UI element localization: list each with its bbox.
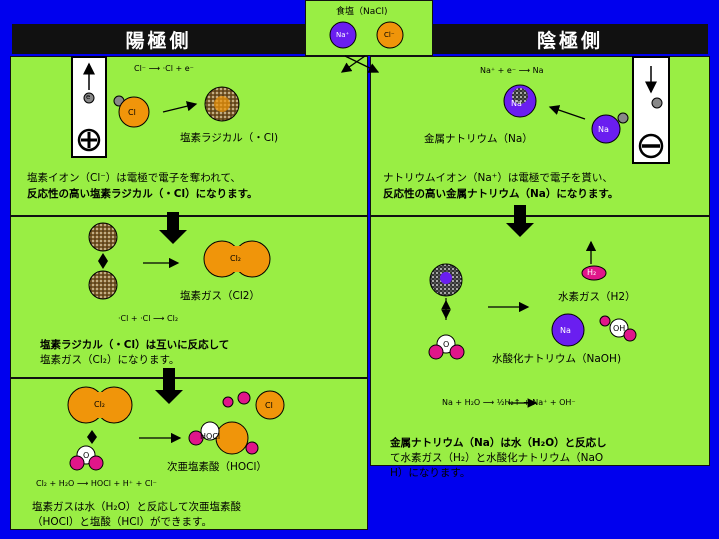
anode-cl-label: Cl	[128, 108, 136, 117]
electron-icon	[617, 112, 629, 124]
cathode-na-label: Na	[598, 125, 609, 134]
anode-header: 陽極側	[12, 24, 305, 54]
anode-p2-caption: 塩素ガス（Cl2）	[180, 290, 260, 302]
cathode-p1-equation: Na⁺ + e⁻ ⟶ Na	[480, 66, 544, 75]
anode-p3-equation: Cl₂ + H₂O ⟶ HOCl + H⁺ + Cl⁻	[36, 479, 157, 488]
anode-p3-text-2: （HOCl）と塩酸（HCl）ができます。	[32, 516, 213, 528]
diamond-connector-icon	[87, 430, 97, 444]
diamond-connector-icon	[98, 253, 108, 269]
cathode-header: 陰極側	[432, 24, 708, 54]
cathode-p1-caption: 金属ナトリウム（Na）	[424, 133, 533, 145]
anode-p2-text-1: 塩素ラジカル（・Cl）は互いに反応して	[40, 339, 230, 351]
anode-panel-2	[10, 216, 368, 378]
chlorine-radical-icon	[88, 270, 118, 300]
sodium-ion-icon	[591, 114, 621, 144]
anode-p2-text-2: 塩素ガス（Cl₂）になります。	[40, 354, 180, 366]
anode-p2-equation: ·Cl + ·Cl ⟶ Cl₂	[118, 314, 179, 323]
cathode-p2-caption-h2: 水素ガス（H2）	[558, 291, 636, 303]
electron-icon	[651, 97, 663, 109]
down-arrow-icon	[155, 368, 183, 404]
cl-ion-icon	[376, 21, 404, 49]
cathode-oh-label: OH	[613, 324, 626, 333]
anode-o-label: O	[83, 451, 90, 460]
cathode-panel-2	[370, 216, 710, 466]
cathode-p1-text-2: 反応性の高い金属ナトリウム（Na）になります。	[383, 188, 619, 200]
cathode-title: 陰極側	[536, 29, 603, 52]
anode-hocl-label: HOCl	[200, 432, 221, 441]
anode-p3-caption: 次亜塩素酸（HOCl）	[167, 461, 267, 473]
cathode-p2-text-1: 金属ナトリウム（Na）は水（H₂O）と反応し	[390, 437, 607, 449]
down-arrow-icon	[159, 212, 187, 244]
chlorine-ion-icon	[118, 96, 150, 128]
cathode-p2-text-3: H）になります。	[390, 467, 471, 479]
na-ion-icon	[329, 21, 357, 49]
anode-cl2-label: Cl₂	[230, 254, 242, 263]
salt-na-label: Na⁺	[336, 31, 350, 39]
anode-p1-text-1: 塩素イオン（Cl⁻）は電極で電子を奪われて、	[27, 172, 241, 184]
salt-cl-label: Cl⁻	[384, 31, 395, 39]
anode-panel-1	[10, 56, 368, 216]
cathode-na-label-2: Na	[511, 99, 522, 108]
salt-label: 食塩（NaCl)	[336, 7, 388, 17]
electron-label: e	[86, 93, 91, 101]
sodium-hydroxide-icon	[551, 313, 585, 347]
anode-p1-caption: 塩素ラジカル（・Cl)	[180, 132, 279, 144]
cathode-h2-label: H₂	[587, 268, 597, 277]
anode-p1-text-2: 反応性の高い塩素ラジカル（・Cl）になります。	[27, 188, 258, 200]
cathode-o-label: O	[443, 340, 450, 349]
electron-icon	[83, 92, 95, 104]
cathode-p1-text-1: ナトリウムイオン（Na⁺）は電極で電子を貰い、	[383, 172, 613, 184]
anode-cl-label-2: Cl	[265, 401, 273, 410]
cathode-na-label-3: Na	[560, 326, 571, 335]
anode-cl2-label-2: Cl₂	[94, 400, 106, 409]
chlorine-atom-icon	[255, 390, 285, 420]
anode-title: 陽極側	[125, 29, 192, 52]
down-arrow-icon	[506, 205, 534, 237]
cathode-p2-equation: Na + H₂O ⟶ ½H₂↑ + Na⁺ + OH⁻	[442, 398, 576, 407]
salt-box: 食塩（NaCl)	[305, 0, 433, 56]
cathode-p2-text-2: て水素ガス（H₂）と水酸化ナトリウム（NaO	[390, 452, 604, 464]
anode-p1-equation: Cl⁻ ⟶ ·Cl + e⁻	[134, 64, 194, 73]
chlorine-radical-icon	[88, 222, 118, 252]
cathode-p2-caption-naoh: 水酸化ナトリウム（NaOH)	[492, 353, 622, 365]
anode-p3-text-1: 塩素ガスは水（H₂O）と反応して次亜塩素酸	[32, 501, 242, 513]
hydrogen-gas-icon	[581, 265, 607, 281]
